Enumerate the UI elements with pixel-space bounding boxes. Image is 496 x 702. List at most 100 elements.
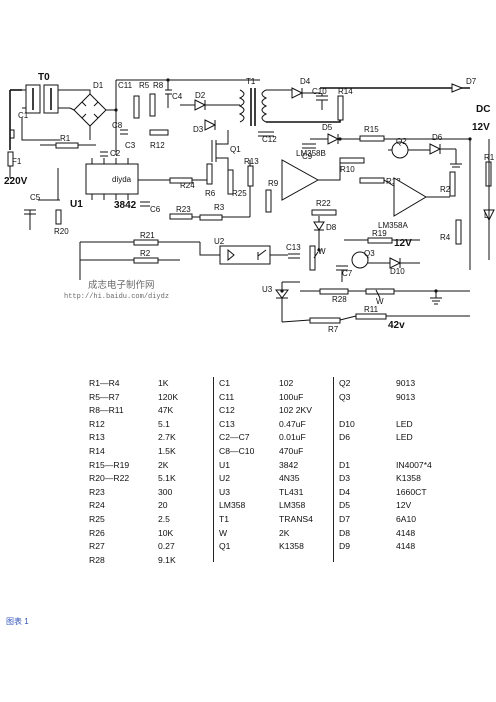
figure-caption: 图表 1 — [6, 617, 29, 626]
label-c3: C3 — [125, 141, 136, 150]
part-designator: R15—R19 — [89, 459, 130, 470]
part-value: 2.5 — [158, 513, 170, 524]
part-value: 4N35 — [279, 473, 300, 484]
label-u1: U1 — [70, 199, 83, 210]
part-value: 2K — [279, 527, 290, 538]
mosfet-q1: Q1 — [211, 130, 241, 170]
part-designator: C2—C7 — [219, 432, 250, 443]
label-d3: D3 — [193, 125, 204, 134]
part-designator: C12 — [219, 405, 235, 416]
parts-row: C2—C7 0.01uF — [216, 431, 336, 445]
part-designator: Q2 — [339, 378, 351, 388]
part-designator: C1 — [219, 378, 230, 388]
part-designator: R8—R11 — [89, 405, 124, 416]
parts-row: R20—R22 5.1K — [86, 472, 204, 486]
label-v12a: 12V — [472, 122, 490, 133]
watermark-url: http://hi.baidu.com/diydz — [64, 293, 169, 301]
label-d6: D6 — [432, 133, 443, 142]
part-value: 1.5K — [158, 445, 176, 456]
part-value: LED — [396, 418, 413, 429]
label-f1: F1 — [12, 157, 22, 166]
part-value: 300 — [158, 486, 173, 497]
label-c12: C12 — [262, 135, 277, 144]
part-value: 120K — [158, 391, 179, 402]
part-value: 0.27 — [158, 541, 175, 552]
label-d1: D1 — [93, 81, 104, 90]
part-designator: D10 — [339, 418, 355, 429]
part-value: K1358 — [396, 473, 421, 484]
part-value: IN4007*4 — [396, 459, 432, 470]
part-designator: C8—C10 — [219, 445, 255, 456]
part-value: LM358 — [279, 500, 306, 511]
part-value: 1660CT — [396, 486, 427, 497]
part-value: 20 — [158, 500, 168, 511]
opamp-lm358b: LM358B — [281, 149, 326, 201]
part-designator: D5 — [339, 500, 350, 511]
label-r10: R10 — [340, 165, 355, 174]
label-ic-name: 3842 — [114, 200, 137, 211]
label-u3: U3 — [262, 285, 273, 294]
part-value: 47K — [158, 405, 174, 416]
part-designator: R20—R22 — [89, 473, 130, 484]
part-value: 9.1K — [158, 554, 176, 565]
part-designator: C13 — [219, 418, 235, 429]
label-r26: R26 — [440, 185, 455, 194]
label-r19: R19 — [372, 229, 387, 238]
part-value: 3842 — [279, 459, 299, 470]
label-u2: U2 — [214, 237, 225, 246]
circuit-schematic: F1 220V T0 C1 D1 C11 R5 R8 C4 D2 D3 R12 … — [4, 72, 495, 334]
label-d10: D10 — [390, 267, 405, 276]
label-220v: 220V — [4, 176, 28, 187]
label-w2: W — [376, 297, 384, 306]
part-value: 9013 — [396, 378, 416, 388]
part-designator: D7 — [339, 513, 350, 524]
part-designator: R14 — [89, 445, 105, 456]
label-d4: D4 — [300, 77, 311, 86]
part-designator: T1 — [219, 513, 230, 524]
part-value: 1K — [158, 378, 169, 388]
label-d5: D5 — [322, 123, 333, 132]
part-value: 470uF — [279, 445, 304, 456]
label-r4: R4 — [440, 233, 451, 242]
part-designator: R12 — [89, 418, 105, 429]
watermark-text: 成志电子制作网 — [88, 279, 155, 291]
ic-u1-3842: diyda U1 3842 — [70, 158, 139, 211]
parts-row: D10 LED — [336, 418, 469, 432]
part-designator: R28 — [89, 554, 105, 565]
part-designator: D1 — [339, 459, 350, 470]
label-r11: R11 — [364, 305, 379, 314]
transformer-t1: T1 — [238, 77, 268, 126]
opamp-lm358a: LM358A — [378, 177, 427, 230]
part-value: LED — [396, 432, 413, 443]
label-t0: T0 — [38, 72, 50, 83]
transistor-q3: Q3 — [351, 249, 375, 269]
label-r28: R28 — [332, 295, 347, 304]
label-c5: C5 — [30, 193, 41, 202]
part-designator: R13 — [89, 432, 105, 443]
label-r12: R12 — [150, 141, 165, 150]
label-r3: R3 — [214, 203, 225, 212]
label-r2: R2 — [140, 249, 151, 258]
label-r13: R13 — [244, 157, 259, 166]
part-value: 5.1K — [158, 473, 176, 484]
part-value: 0.01uF — [279, 432, 306, 443]
part-value: 9013 — [396, 391, 416, 402]
label-q1: Q1 — [230, 145, 241, 154]
part-value: 0.47uF — [279, 418, 306, 429]
